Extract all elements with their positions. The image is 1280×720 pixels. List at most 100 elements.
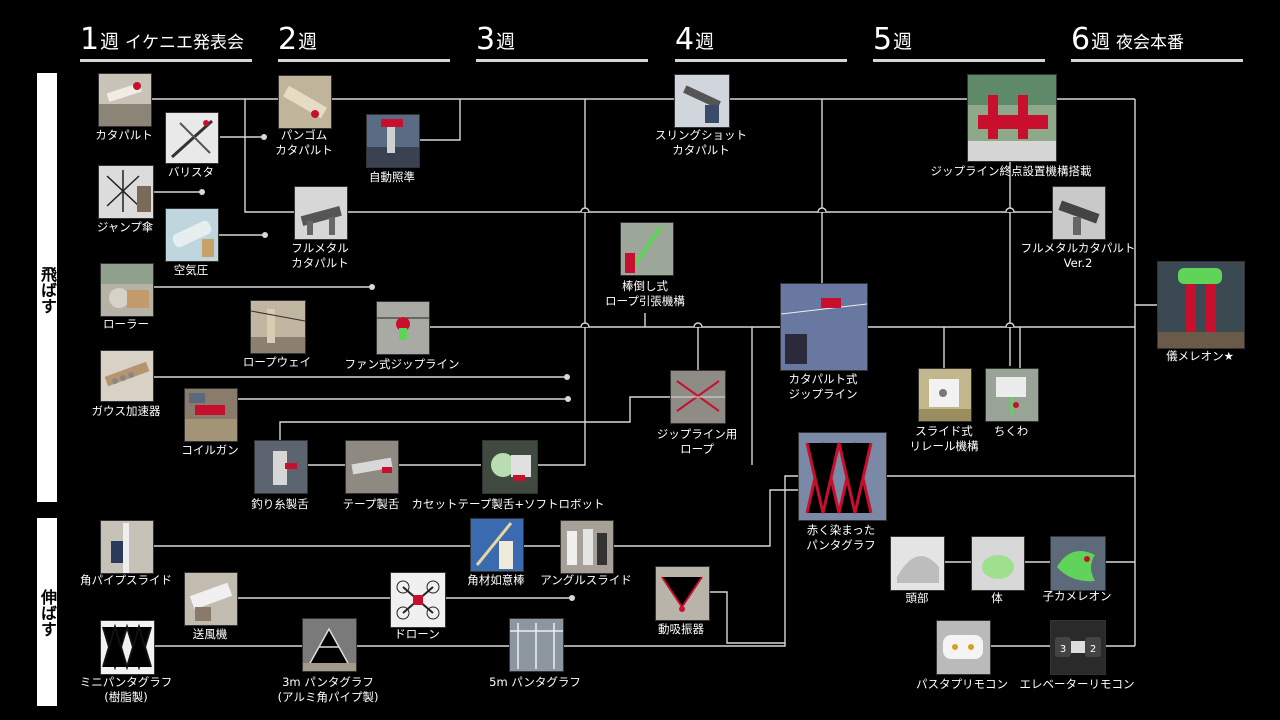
catapult-zipline-photo (780, 283, 868, 371)
node-label: エレベーターリモコン (1019, 677, 1135, 691)
rubber-catapult-photo (278, 75, 332, 129)
node-label: テープ製舌 (342, 497, 400, 511)
week-number: 2 (278, 22, 298, 57)
node-label: 送風機 (192, 627, 228, 641)
fan-zipline-photo (376, 301, 430, 355)
node-label: スライド式リレール機構 (909, 424, 979, 453)
node-label: 子カメレオン (1042, 589, 1112, 603)
week-label: 週 (1091, 31, 1111, 53)
panto-5m-photo (509, 618, 564, 672)
week-underline (278, 59, 450, 62)
category-bar-extend (37, 518, 57, 706)
week-1-header: 1 週イケニエ発表会 (80, 20, 252, 62)
week-number: 4 (675, 22, 695, 57)
node-label: 儀メレオン★ (1166, 349, 1234, 363)
panto-3m-photo (302, 618, 357, 672)
week-number: 6 (1071, 22, 1091, 57)
node-label: ジップライン用ロープ (656, 427, 738, 456)
node-label: 釣り糸製舌 (251, 497, 309, 511)
week-underline (80, 59, 252, 62)
week-subtitle: 夜会本番 (1116, 33, 1185, 53)
node-label: コイルガン (181, 443, 239, 457)
week-label: 週 (893, 31, 913, 53)
category-bar-fly (37, 73, 57, 502)
node-label: 棒倒し式ロープ引張機構 (605, 279, 685, 308)
week-number: 1 (80, 22, 100, 57)
node-label: カタパルト式ジップライン (788, 372, 858, 401)
week-6-header: 6 週夜会本番 (1071, 20, 1243, 62)
node-label: ロープウェイ (242, 355, 312, 369)
week-2-header: 2 週 (278, 20, 450, 62)
week-underline (476, 59, 648, 62)
week-subtitle: イケニエ発表会 (125, 33, 245, 53)
node-label: アングルスライド (540, 573, 632, 587)
node-label: 頭部 (905, 591, 929, 605)
node-label: ドローン (394, 627, 440, 641)
week-label: 週 (100, 31, 120, 53)
node-label: 体 (991, 591, 1003, 605)
week-label: 週 (298, 31, 318, 53)
connector-dot (564, 374, 570, 380)
catapult-photo (98, 73, 152, 127)
node-label: 自動照準 (369, 170, 415, 184)
week-3-header: 3 週 (476, 20, 648, 62)
node-label: カタパルト (95, 128, 153, 142)
body-photo (971, 536, 1025, 591)
connector-dot (262, 232, 268, 238)
final-photo (1157, 261, 1245, 349)
drone-photo (390, 572, 446, 628)
node-label: ジップライン終点設置機構搭載 (930, 164, 1092, 178)
connector-dot (565, 396, 571, 402)
week-underline (675, 59, 847, 62)
stick-rope-photo (620, 222, 674, 276)
ballista-photo (165, 112, 219, 164)
pasta-remote-photo (936, 620, 991, 675)
connector-dot (199, 189, 205, 195)
week-underline (873, 59, 1045, 62)
roller-photo (100, 263, 154, 317)
full-metal-photo (294, 186, 348, 240)
blower-photo (184, 572, 238, 626)
auto-aim-photo (366, 114, 420, 168)
node-label: バリスタ (168, 165, 214, 179)
week-4-header: 4 週 (675, 20, 847, 62)
week-label: 週 (496, 31, 516, 53)
node-label: 赤く染まったパンタグラフ (806, 523, 876, 552)
chikuwa-photo (985, 368, 1039, 422)
node-label: 空気圧 (173, 263, 209, 277)
zipline-rope-photo (670, 370, 726, 424)
square-stick-photo (470, 518, 524, 572)
full-metal-v2-photo (1052, 186, 1106, 240)
week-label: 週 (695, 31, 715, 53)
coilgun-photo (184, 388, 238, 442)
fishing-line-photo (254, 440, 308, 494)
svg-text:3: 3 (1060, 644, 1066, 655)
node-label: ちくわ (993, 424, 1029, 438)
angle-slide-photo (560, 520, 614, 574)
week-underline (1071, 59, 1243, 62)
damper-photo (655, 566, 710, 621)
week-number: 3 (476, 22, 496, 57)
node-label: ファン式ジップライン (344, 357, 460, 371)
slide-rail-photo (918, 368, 972, 422)
node-label: 角パイプスライド (80, 573, 172, 587)
node-label: パンゴムカタパルト (275, 128, 333, 157)
node-label: ジャンプ傘 (96, 220, 154, 234)
connector-dot (569, 595, 575, 601)
ropeway-photo (250, 300, 306, 354)
sling-photo (674, 74, 730, 128)
week-5-header: 5 週 (873, 20, 1045, 62)
node-label: スリングショットカタパルト (655, 128, 747, 157)
node-label: ミニパンタグラフ(樹脂製) (79, 675, 173, 704)
gauss-photo (100, 350, 154, 402)
category-label-extend: 伸ばす (38, 589, 57, 637)
node-label: 角材如意棒 (467, 573, 525, 587)
red-panto-photo (798, 432, 887, 521)
cassette-photo (482, 440, 538, 494)
mini-panto-photo (100, 620, 155, 675)
jump-umbrella-photo (98, 165, 154, 219)
